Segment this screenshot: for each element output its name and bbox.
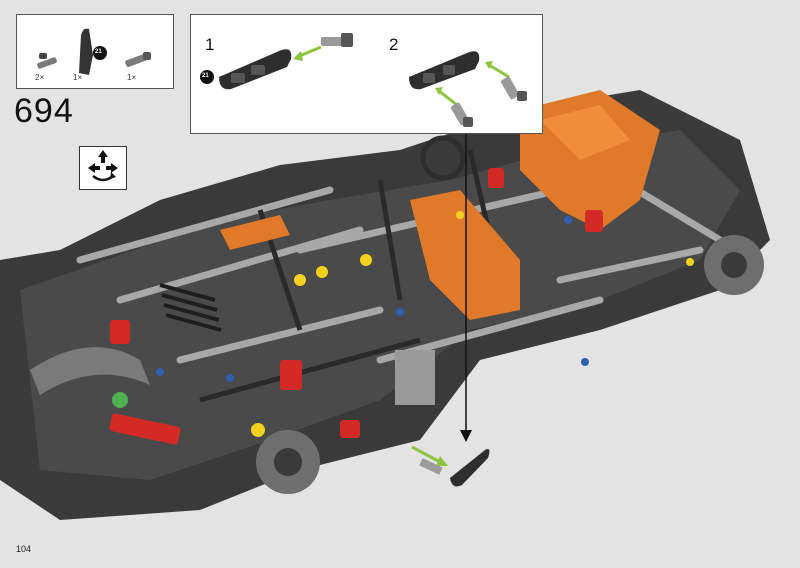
page-number: 104 <box>16 544 32 554</box>
axle-pin-icon <box>37 53 57 69</box>
added-steering-arm <box>411 445 490 487</box>
parts-list-graphics <box>37 28 151 76</box>
sub-step-1-green-arrow <box>293 45 322 61</box>
axle-connector-icon <box>125 52 151 67</box>
rotate-arrows-icon <box>88 150 118 182</box>
red-parts <box>109 168 603 445</box>
part-qty: 1× <box>127 73 137 82</box>
suspension-spring <box>159 283 222 332</box>
green-piece <box>112 392 128 408</box>
sub-step-label: 2 <box>389 35 399 54</box>
parts-badge-label: 21 <box>95 49 102 55</box>
sub-step-2-steering-arm-icon <box>409 51 480 90</box>
sub-step-2-green-arrow-upper <box>485 61 510 79</box>
parts-list-box: 2× 1× 1× 21 <box>16 14 174 89</box>
step-number: 694 <box>14 92 74 130</box>
engine-cover <box>220 90 660 320</box>
sub-step-1-axle-icon <box>321 33 353 47</box>
yellow-pins <box>251 211 694 437</box>
steering-arm-piece-icon <box>79 28 93 76</box>
part-qty: 1× <box>73 73 83 82</box>
sub-step-2-axle-lower-icon <box>450 102 473 127</box>
sub-step-1-steering-arm-icon <box>219 49 292 90</box>
steering-wheel <box>420 135 466 181</box>
part-qty: 2× <box>35 73 45 82</box>
blue-pins <box>156 216 589 382</box>
callout-graphics <box>200 33 527 127</box>
sub-steps-callout: 1 2 <box>190 14 543 134</box>
radiator <box>395 350 435 405</box>
parts-badge-circle <box>93 46 107 60</box>
sub-step-badge-circle <box>200 70 214 84</box>
sub-step-badge-label: 21 <box>202 73 209 79</box>
sub-step-2-green-arrow-lower <box>435 87 458 107</box>
rear-hub <box>704 235 764 295</box>
rotate-model-icon <box>79 146 127 190</box>
front-hub <box>256 430 320 494</box>
sub-step-label: 1 <box>205 35 215 54</box>
sub-step-2-axle-upper-icon <box>500 76 527 101</box>
exhaust-pipe <box>30 347 150 395</box>
insertion-arrow-head <box>460 430 472 442</box>
